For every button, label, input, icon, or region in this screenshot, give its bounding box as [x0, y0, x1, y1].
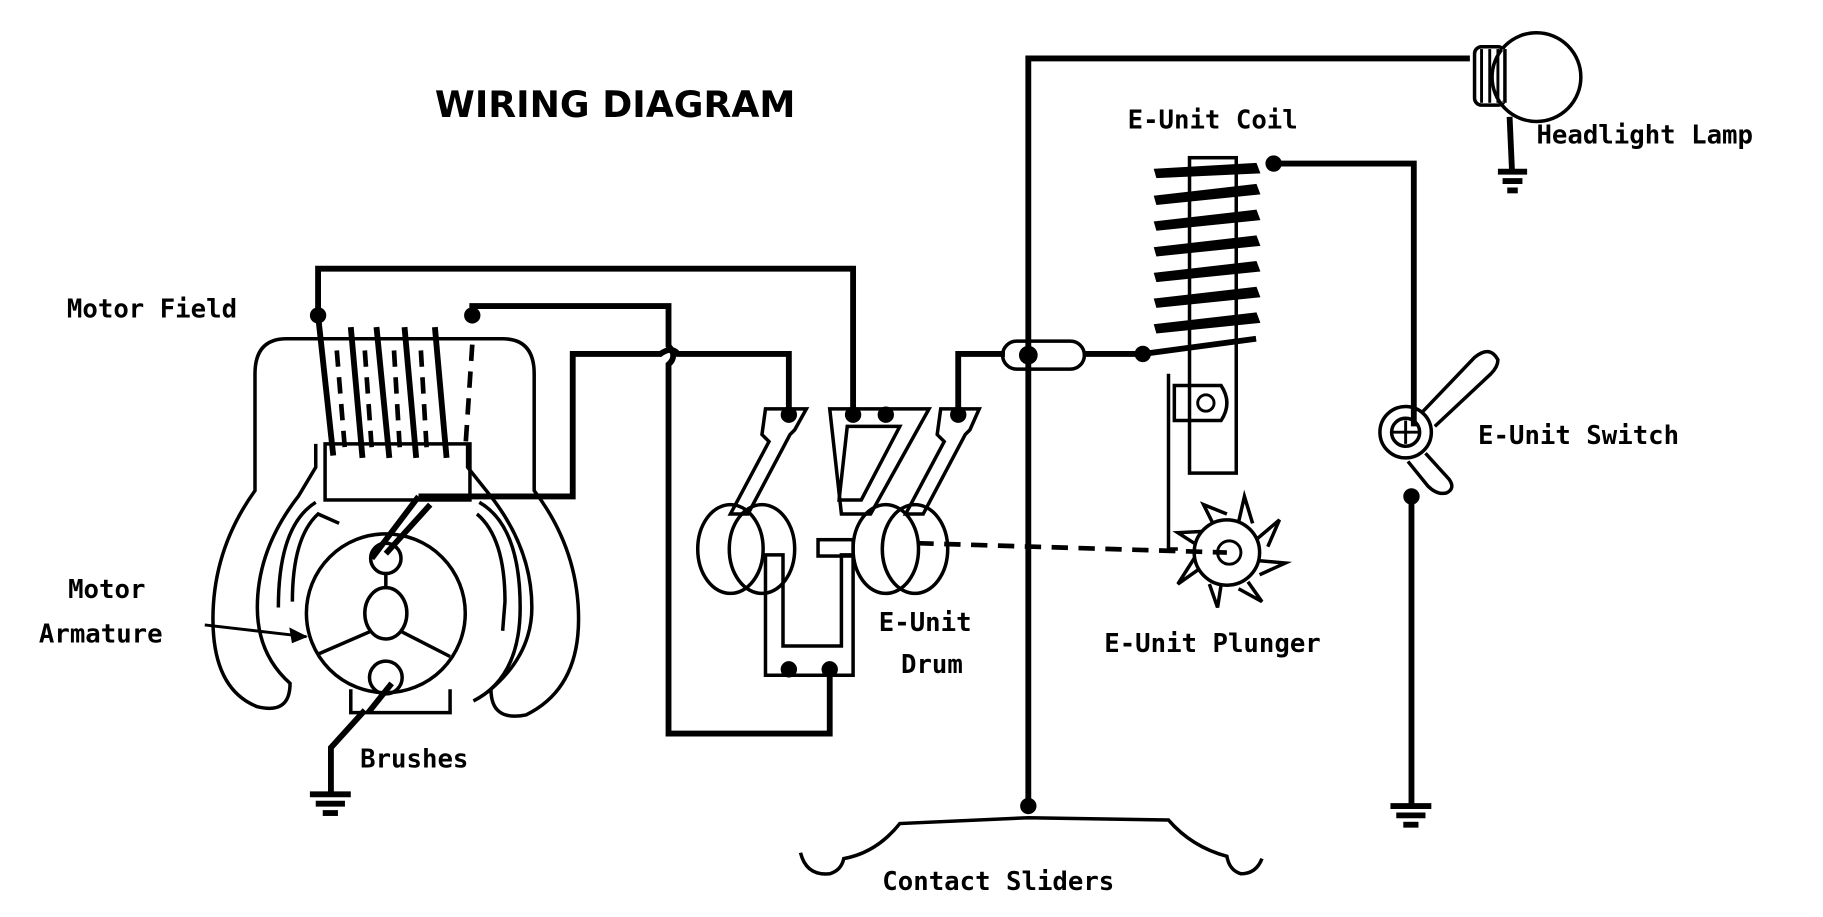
- eunit-coil: [1153, 155, 1261, 551]
- label-eunit-plunger: E-Unit Plunger: [1104, 629, 1321, 659]
- label-motor-field: Motor Field: [67, 295, 237, 325]
- headlight-lamp-icon: [1472, 30, 1583, 124]
- label-motor-armature-1: Motor: [68, 575, 145, 605]
- junctions: [309, 155, 1420, 815]
- motor-field-housing: [211, 337, 581, 718]
- diagram-title: WIRING DIAGRAM: [435, 83, 796, 126]
- label-eunit-coil: E-Unit Coil: [1128, 105, 1298, 135]
- label-brushes: Brushes: [360, 744, 468, 774]
- motor: [204, 315, 581, 718]
- label-eunit-drum-1: E-Unit: [879, 608, 972, 638]
- eunit-drum: [695, 406, 982, 678]
- switch-ground-icon: [1390, 803, 1432, 828]
- label-motor-armature-2: Armature: [39, 619, 163, 649]
- motor-armature: [304, 532, 468, 695]
- contact-sliders: [798, 815, 1264, 876]
- armature-pointer-arrow: [204, 623, 307, 639]
- motor-ground-icon: [309, 708, 367, 816]
- label-headlight-lamp: Headlight Lamp: [1536, 121, 1753, 151]
- label-contact-sliders: Contact Sliders: [882, 867, 1114, 897]
- field-coil: [315, 315, 475, 459]
- armature-outer-arc: [276, 500, 522, 703]
- drum-plunger-linkage: [917, 540, 1227, 555]
- label-eunit-switch: E-Unit Switch: [1478, 421, 1679, 451]
- lamp-ground-icon: [1497, 168, 1528, 194]
- wire-crossover: [1000, 339, 1087, 371]
- eunit-plunger: [1172, 489, 1293, 609]
- eunit-switch-icon[interactable]: [1378, 349, 1500, 496]
- label-eunit-drum-2: Drum: [901, 650, 963, 680]
- coil-windings: [1153, 162, 1261, 334]
